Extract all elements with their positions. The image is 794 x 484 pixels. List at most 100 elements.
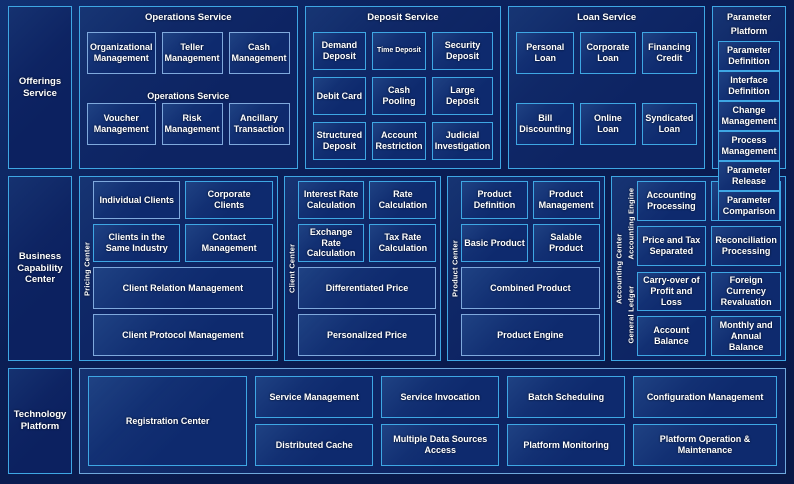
capability-row: Basic Product Salable Product xyxy=(461,224,600,262)
capability-box[interactable]: Basic Product xyxy=(461,224,528,262)
parameter-item[interactable]: Parameter Definition xyxy=(718,41,780,71)
technology-column: Configuration Management Platform Operat… xyxy=(633,376,777,466)
parameter-item[interactable]: Interface Definition xyxy=(718,71,780,101)
capability-box[interactable]: Financing Credit xyxy=(641,32,698,74)
capability-box[interactable]: Price and Tax Separated xyxy=(636,225,707,266)
technology-column: Service Invocation Multiple Data Sources… xyxy=(381,376,500,466)
parameter-item[interactable]: Change Management xyxy=(718,101,780,131)
capability-row: Interest Rate Calculation Rate Calculati… xyxy=(297,181,437,219)
capability-box[interactable]: Service Invocation xyxy=(381,376,500,418)
capability-box[interactable]: Bill Discounting xyxy=(516,103,575,145)
capability-box[interactable]: Account Balance xyxy=(636,316,707,356)
capability-box[interactable]: Cash Pooling xyxy=(372,77,426,115)
technology-platform-panel[interactable]: Registration Center Service Management D… xyxy=(79,368,786,474)
capability-box[interactable]: Client Protocol Management xyxy=(93,314,273,356)
service-grid-deposit: Demand Deposit Time Deposit Security Dep… xyxy=(312,32,494,160)
capability-box[interactable]: Corporate Clients xyxy=(185,181,273,219)
service-panel-deposit[interactable]: Deposit Service Demand Deposit Time Depo… xyxy=(304,6,502,169)
business-groups-container: Pricing Center Individual Clients Corpor… xyxy=(79,176,786,361)
capability-box[interactable]: Platform Monitoring xyxy=(507,424,626,466)
capability-box[interactable]: Carry-over of Profit and Loss xyxy=(636,271,707,312)
capability-box[interactable]: Monthly and Annual Balance xyxy=(711,316,781,356)
service-title-deposit: Deposit Service xyxy=(367,12,439,23)
capability-box[interactable]: Individual Clients xyxy=(93,181,181,219)
capability-box[interactable]: Combined Product xyxy=(461,267,600,309)
parameter-item[interactable]: Parameter Release xyxy=(718,161,780,191)
capability-box[interactable]: Clients in the Same Industry xyxy=(93,224,181,262)
capability-box[interactable]: Personalized Price xyxy=(297,314,437,356)
capability-box[interactable]: Structured Deposit xyxy=(312,122,367,160)
capability-group-body: Individual Clients Corporate Clients Cli… xyxy=(93,181,273,356)
capability-box[interactable]: Exchange Rate Calculation xyxy=(297,224,365,262)
capability-box[interactable]: Organizational Management xyxy=(87,32,156,74)
parameter-platform-title: Parameter Platform xyxy=(726,12,772,36)
capability-row: Product Definition Product Management xyxy=(461,181,600,219)
parameter-item[interactable]: Parameter Comparison xyxy=(718,191,780,221)
capability-box[interactable]: Risk Management xyxy=(161,103,223,145)
capability-box[interactable]: Platform Operation & Maintenance xyxy=(633,424,777,466)
accounting-subgroup-general-ledger[interactable]: General Ledger Carry-over of Profit and … xyxy=(625,271,781,356)
capability-box[interactable]: Service Management xyxy=(255,376,374,418)
row-offerings-service: Offerings Service Operations Service Org… xyxy=(8,6,786,221)
capability-box[interactable]: Batch Scheduling xyxy=(507,376,626,418)
capability-box[interactable]: Debit Card xyxy=(312,77,367,115)
capability-box[interactable]: Product Management xyxy=(532,181,600,219)
capability-box[interactable]: Time Deposit xyxy=(372,32,426,70)
technology-column: Batch Scheduling Platform Monitoring xyxy=(507,376,626,466)
capability-row: Carry-over of Profit and Loss Foreign Cu… xyxy=(636,271,781,312)
capability-row: Individual Clients Corporate Clients xyxy=(93,181,273,219)
capability-box[interactable]: Voucher Management xyxy=(87,103,156,145)
capability-box[interactable]: Large Deposit xyxy=(431,77,494,115)
capability-box[interactable]: Demand Deposit xyxy=(312,32,367,70)
parameter-platform-list: Parameter Definition Interface Definitio… xyxy=(718,41,780,221)
parameter-item[interactable]: Process Management xyxy=(718,131,780,161)
capability-group-pricing-center[interactable]: Pricing Center Individual Clients Corpor… xyxy=(79,176,278,361)
rail-business-capability-center: Business Capability Center xyxy=(8,176,72,361)
panel-parameter-platform[interactable]: Parameter Platform Parameter Definition … xyxy=(712,6,786,221)
capability-box[interactable]: Ancillary Transaction xyxy=(228,103,290,145)
group-vlabel-pricing-center: Pricing Center xyxy=(82,241,92,296)
capability-box[interactable]: Reconciliation Processing xyxy=(711,225,781,266)
service-panel-loan[interactable]: Loan Service Personal Loan Corporate Loa… xyxy=(508,6,706,169)
subgroup-vlabel-accounting-engine: Accounting Engine xyxy=(626,187,635,260)
capability-row: Clients in the Same Industry Contact Man… xyxy=(93,224,273,262)
capability-box[interactable]: Salable Product xyxy=(532,224,600,262)
capability-group-client-center[interactable]: Client Center Interest Rate Calculation … xyxy=(283,176,442,361)
capability-box[interactable]: Judicial Investigation xyxy=(431,122,494,160)
capability-box[interactable]: Differentiated Price xyxy=(297,267,437,309)
service-grid-operations: Organizational Management Teller Managem… xyxy=(87,32,290,160)
subgroup-vlabel-general-ledger: General Ledger xyxy=(626,284,635,343)
group-vlabel-product-center: Product Center xyxy=(450,240,460,297)
capability-box[interactable]: Accounting Processing xyxy=(636,181,707,221)
capability-box[interactable]: Corporate Loan xyxy=(580,32,636,74)
capability-box[interactable]: Multiple Data Sources Access xyxy=(381,424,500,466)
service-panel-operations[interactable]: Operations Service Organizational Manage… xyxy=(79,6,298,169)
capability-row: Price and Tax Separated Reconciliation P… xyxy=(636,225,781,266)
offerings-services-container: Operations Service Organizational Manage… xyxy=(79,6,706,169)
capability-box-registration-center[interactable]: Registration Center xyxy=(88,376,248,466)
capability-box[interactable]: Tax Rate Calculation xyxy=(369,224,437,262)
capability-box[interactable]: Personal Loan xyxy=(516,32,575,74)
capability-box[interactable]: Security Deposit xyxy=(431,32,494,70)
capability-box[interactable]: Product Definition xyxy=(461,181,528,219)
capability-group-product-center[interactable]: Product Center Product Definition Produc… xyxy=(447,176,605,361)
capability-box[interactable]: Cash Management xyxy=(228,32,290,74)
capability-box[interactable]: Contact Management xyxy=(185,224,273,262)
capability-box[interactable]: Account Restriction xyxy=(372,122,426,160)
accounting-subgroup-body: Carry-over of Profit and Loss Foreign Cu… xyxy=(636,271,781,356)
capability-box[interactable]: Online Loan xyxy=(580,103,636,145)
capability-box[interactable]: Syndicated Loan xyxy=(641,103,698,145)
capability-box[interactable]: Product Engine xyxy=(461,314,600,356)
capability-row: Exchange Rate Calculation Tax Rate Calcu… xyxy=(297,224,437,262)
capability-box[interactable]: Rate Calculation xyxy=(369,181,437,219)
capability-box[interactable]: Client Relation Management xyxy=(93,267,273,309)
capability-box[interactable]: Distributed Cache xyxy=(255,424,374,466)
row-technology-platform: Technology Platform Registration Center … xyxy=(8,368,786,474)
capability-group-body: Product Definition Product Management Ba… xyxy=(461,181,600,356)
service-grid-loan: Personal Loan Corporate Loan Financing C… xyxy=(516,32,698,160)
capability-box[interactable]: Interest Rate Calculation xyxy=(297,181,365,219)
capability-box[interactable]: Configuration Management xyxy=(633,376,777,418)
capability-box[interactable]: Teller Management xyxy=(161,32,223,74)
capability-box[interactable]: Foreign Currency Revaluation xyxy=(711,271,781,312)
